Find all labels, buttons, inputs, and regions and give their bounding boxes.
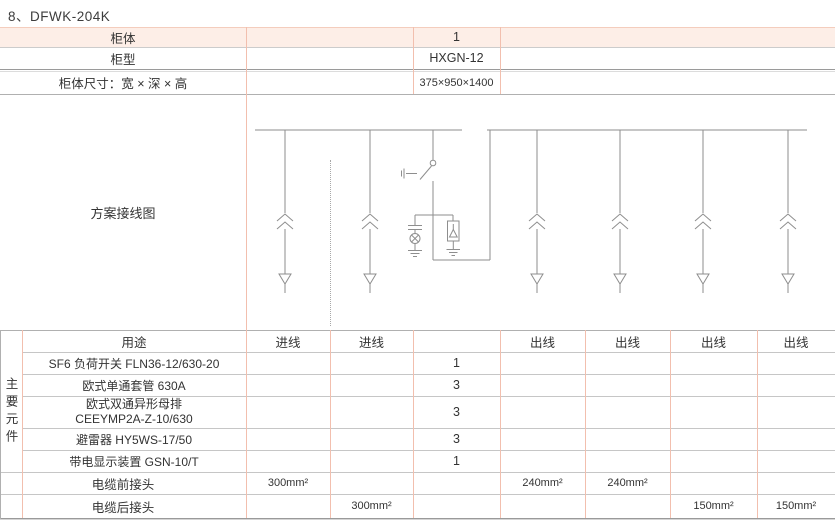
highlight-row-band (0, 27, 835, 47)
grid-line (0, 518, 835, 519)
cable-rear-out3: 150mm² (693, 500, 734, 512)
spec-value-cabinet-type: HXGN-12 (429, 51, 484, 65)
side-label-main-components: 主要元件 (3, 377, 18, 447)
cable-rear-out4: 150mm² (775, 500, 817, 512)
col-header-outgoing-2: 出线 (614, 335, 640, 350)
col-header-outgoing-3: 出线 (700, 335, 726, 350)
diagram-section-label: 方案接线图 (90, 206, 156, 221)
component-name: 欧式双通异形母排 CEEYMP2A-Z-10/630 (75, 397, 193, 426)
switch-pivot-icon (430, 160, 436, 166)
spec-value-cabinet-count: 1 (453, 30, 460, 44)
cable-front-out2: 240mm² (607, 477, 648, 489)
bus-tie-link (433, 130, 490, 260)
wiring-diagram (0, 95, 835, 330)
grid-line (22, 450, 835, 451)
grid-line (500, 330, 501, 518)
grid-line (0, 472, 835, 473)
incoming-feeder-1 (277, 130, 293, 293)
spec-label-cabinet: 柜体 (110, 31, 136, 46)
component-qty: 3 (453, 432, 460, 446)
col-header-outgoing-1: 出线 (529, 335, 555, 350)
grid-line (0, 519, 835, 520)
grid-line (0, 330, 835, 331)
col-header-usage: 用途 (121, 335, 147, 350)
grid-line (0, 494, 835, 495)
col-header-incoming-2: 进线 (358, 335, 384, 350)
component-name: SF6 负荷开关 FLN36-12/630-20 (48, 356, 220, 371)
grid-line (0, 94, 835, 95)
outgoing-feeder-3 (695, 130, 711, 293)
load-break-switch (402, 130, 436, 260)
component-qty: 1 (453, 356, 460, 370)
grid-line (413, 330, 414, 518)
col-header-incoming-1: 进线 (275, 335, 301, 350)
grid-line (0, 47, 835, 48)
grid-line (0, 27, 835, 28)
spec-label-cabinet-type: 柜型 (110, 52, 136, 67)
cable-front-out1: 240mm² (522, 477, 563, 489)
grid-line (22, 396, 835, 397)
spec-label-dimensions: 柜体尺寸：宽 × 深 × 高 (58, 77, 188, 91)
grid-line (670, 330, 671, 518)
grid-line (22, 352, 835, 353)
grid-line (22, 374, 835, 375)
cable-front-in1: 300mm² (267, 477, 309, 489)
grid-line (330, 330, 331, 518)
grid-line (500, 27, 501, 94)
cable-front-label: 电缆前接头 (91, 477, 155, 492)
grid-line (585, 330, 586, 518)
component-qty: 3 (453, 405, 460, 419)
page-title: 8、DFWK-204K (8, 9, 111, 24)
grid-line (757, 330, 758, 518)
component-name: 避雷器 HY5WS-17/50 (75, 432, 193, 447)
outgoing-feeder-1 (529, 130, 545, 293)
voltage-indicator-icon (408, 215, 422, 257)
earth-contact-icon (402, 169, 418, 179)
grid-line (22, 428, 835, 429)
component-name: 欧式单通套管 630A (82, 378, 186, 393)
grid-line (22, 330, 23, 518)
outgoing-feeder-4 (780, 130, 796, 293)
col-header-outgoing-4: 出线 (783, 335, 809, 350)
cable-rear-in2: 300mm² (351, 500, 392, 512)
surge-arrester-icon (447, 215, 461, 256)
grid-line (413, 27, 414, 94)
instrument-branch (408, 215, 460, 257)
grid-line (246, 27, 247, 518)
diagram-divider-dotted (330, 160, 332, 326)
grid-line (0, 69, 835, 70)
switch-blade-icon (420, 166, 432, 180)
outgoing-feeder-2 (612, 130, 628, 293)
spec-value-dimensions: 375×950×1400 (419, 76, 494, 89)
incoming-feeder-2 (362, 130, 378, 293)
component-qty: 1 (453, 454, 460, 468)
component-name: 带电显示装置 GSN-10/T (69, 454, 199, 469)
component-qty: 3 (453, 378, 460, 392)
grid-line (0, 330, 1, 519)
cable-rear-label: 电缆后接头 (91, 500, 155, 515)
grid-line (0, 71, 835, 72)
